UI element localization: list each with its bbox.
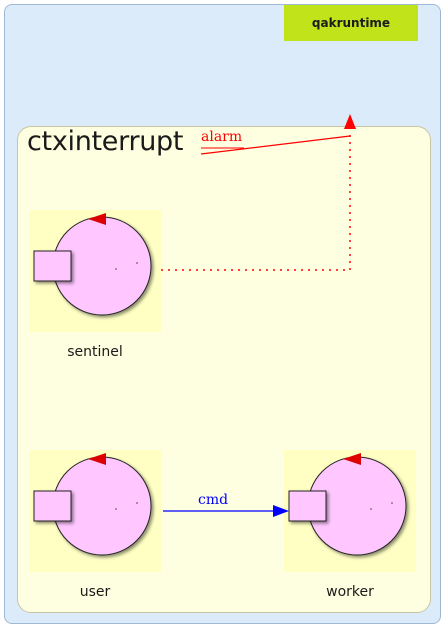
alarm-label: alarm <box>201 129 243 145</box>
user-state-marker-icon <box>88 453 106 465</box>
user-actor[interactable] <box>33 453 152 556</box>
sentinel-label: sentinel <box>67 344 123 360</box>
cmd-arrowhead-icon <box>273 505 289 517</box>
runtime-label: qakruntime <box>311 16 391 30</box>
worker-label: worker <box>326 584 374 600</box>
alarm-arrowhead-icon <box>344 114 356 129</box>
worker-actor[interactable] <box>288 453 407 556</box>
cmd-edge <box>163 505 289 517</box>
sentinel-state-marker-icon <box>88 213 106 225</box>
user-label: user <box>79 584 111 600</box>
alarm-edge <box>161 114 356 271</box>
context-title: ctxinterrupt <box>27 126 184 157</box>
worker-state-marker-icon <box>343 453 361 465</box>
runtime-node[interactable]: qakruntime <box>284 5 418 41</box>
sentinel-actor[interactable] <box>33 213 152 316</box>
cmd-label: cmd <box>198 492 229 508</box>
